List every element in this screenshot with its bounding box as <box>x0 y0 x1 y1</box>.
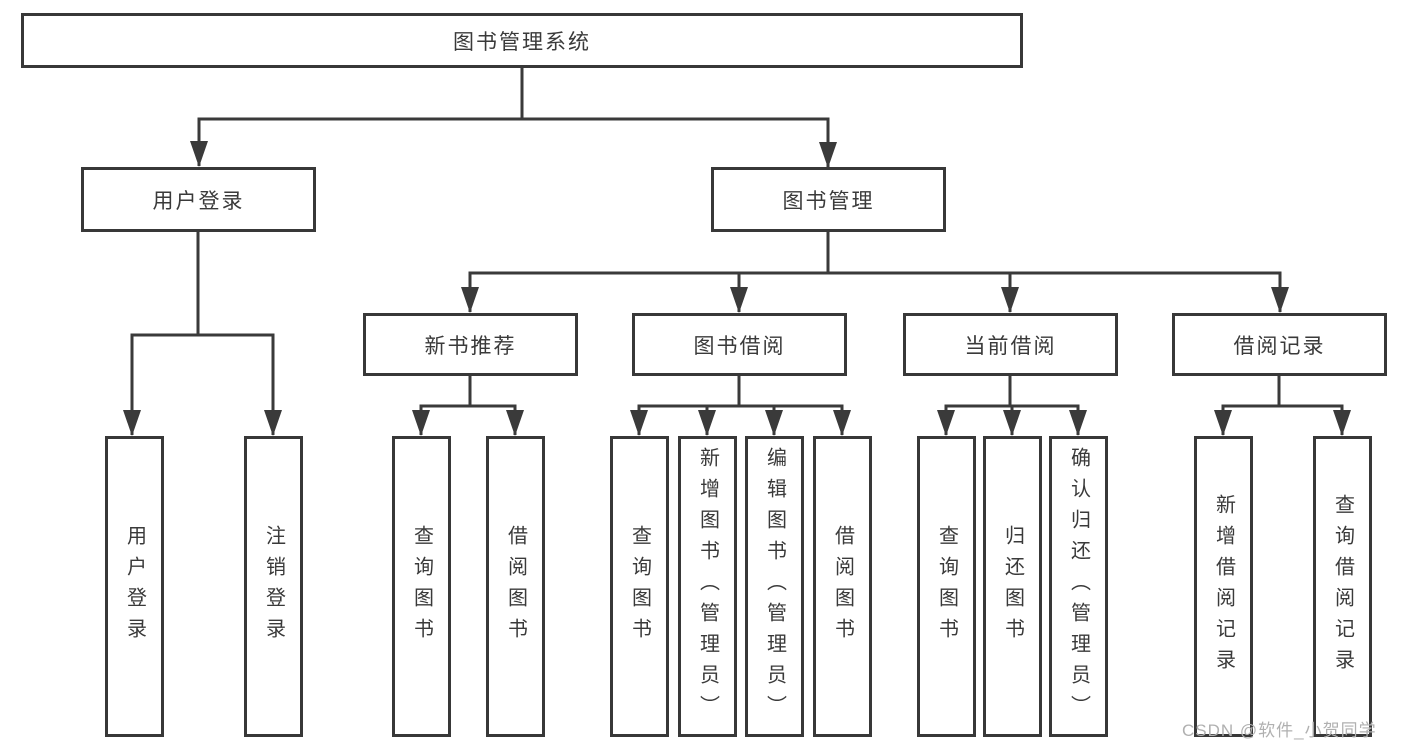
leaf-query-books-borrowing: 查询图书 <box>610 436 669 737</box>
node-user-login: 用户登录 <box>81 167 316 232</box>
node-book-borrowing-label: 图书借阅 <box>693 334 786 358</box>
leaf-logout-login: 注销登录 <box>244 436 303 737</box>
node-system-root: 图书管理系统 <box>21 13 1023 68</box>
leaf-query-books-current: 查询图书 <box>917 436 976 737</box>
leaf-add-book-admin: 新增图书（管理员） <box>678 436 737 737</box>
leaf-add-borrow-record-label: 新增借阅记录 <box>1212 493 1235 680</box>
leaf-edit-book-admin: 编辑图书（管理员） <box>745 436 804 737</box>
node-borrowing-records: 借阅记录 <box>1172 313 1387 376</box>
node-new-book-recommend-label: 新书推荐 <box>424 334 517 358</box>
leaf-query-books-recommend: 查询图书 <box>392 436 451 737</box>
node-system-root-label: 图书管理系统 <box>453 30 591 54</box>
leaf-borrow-books-recommend-label: 借阅图书 <box>504 524 527 649</box>
leaf-confirm-return-admin-label: 确认归还（管理员） <box>1067 447 1090 726</box>
leaf-borrow-books-borrowing-label: 借阅图书 <box>831 524 854 649</box>
leaf-user-login: 用户登录 <box>105 436 164 737</box>
node-borrowing-records-label: 借阅记录 <box>1233 334 1326 358</box>
leaf-query-borrow-record-label: 查询借阅记录 <box>1331 493 1354 680</box>
leaf-return-book: 归还图书 <box>983 436 1042 737</box>
leaf-edit-book-admin-label: 编辑图书（管理员） <box>763 447 786 726</box>
leaf-query-books-current-label: 查询图书 <box>935 524 958 649</box>
csdn-watermark: CSDN @软件_小贺同学 <box>1182 721 1377 740</box>
node-book-management-label: 图书管理 <box>782 189 875 213</box>
leaf-confirm-return-admin: 确认归还（管理员） <box>1049 436 1108 737</box>
leaf-user-login-label: 用户登录 <box>123 524 146 649</box>
leaf-query-books-borrowing-label: 查询图书 <box>628 524 651 649</box>
node-user-login-label: 用户登录 <box>152 189 245 213</box>
node-current-borrowing: 当前借阅 <box>903 313 1118 376</box>
leaf-add-borrow-record: 新增借阅记录 <box>1194 436 1253 737</box>
node-book-borrowing: 图书借阅 <box>632 313 847 376</box>
leaf-logout-login-label: 注销登录 <box>262 524 285 649</box>
leaf-query-books-recommend-label: 查询图书 <box>410 524 433 649</box>
node-current-borrowing-label: 当前借阅 <box>964 334 1057 358</box>
leaf-query-borrow-record: 查询借阅记录 <box>1313 436 1372 737</box>
node-new-book-recommend: 新书推荐 <box>363 313 578 376</box>
leaf-borrow-books-borrowing: 借阅图书 <box>813 436 872 737</box>
leaf-return-book-label: 归还图书 <box>1001 524 1024 649</box>
leaf-borrow-books-recommend: 借阅图书 <box>486 436 545 737</box>
leaf-add-book-admin-label: 新增图书（管理员） <box>696 447 719 726</box>
node-book-management: 图书管理 <box>711 167 946 232</box>
